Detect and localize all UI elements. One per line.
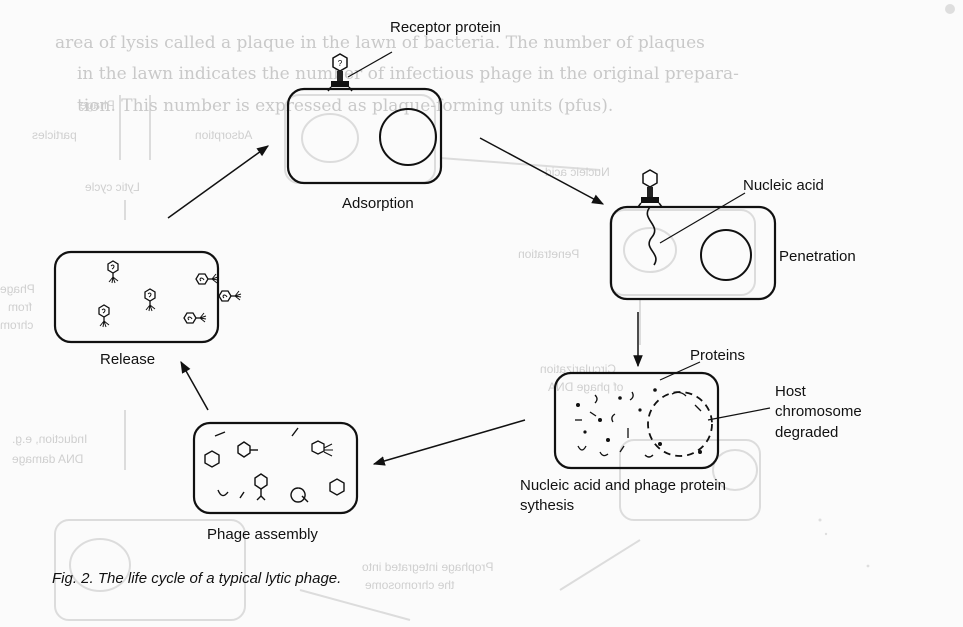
attached-phage-icon: ? xyxy=(327,53,353,92)
nucleic-acid-label: Nucleic acid xyxy=(743,177,824,194)
penetration-label: Penetration xyxy=(779,248,856,265)
host-chromosome-label-line-2: chromosome xyxy=(775,403,862,420)
released-phage-icon xyxy=(98,304,110,328)
arrow-assembly-to-release xyxy=(180,360,209,411)
phage-assembly-label: Phage assembly xyxy=(207,526,318,543)
arrow-adsorption-to-penetration xyxy=(479,137,605,205)
bleed-text-line-2: in the lawn indicates the number of infe… xyxy=(77,64,739,84)
nucleic-acid-strand xyxy=(646,206,657,266)
synthesis-label-line-2: sythesis xyxy=(520,497,575,514)
release-label: Release xyxy=(100,351,156,368)
released-phage-icon xyxy=(183,312,207,324)
injecting-phage-icon xyxy=(637,169,663,208)
assembly-cell xyxy=(192,421,359,515)
receptor-leader-line xyxy=(347,51,393,78)
arrow-synthesis-to-assembly xyxy=(372,419,526,466)
adsorption-cell: ? xyxy=(286,51,443,185)
receptor-protein-label: Receptor protein xyxy=(390,19,501,36)
arrow-release-to-adsorption xyxy=(167,145,269,219)
svg-text:?: ? xyxy=(338,59,343,68)
figure-caption: Fig. 2. The life cycle of a typical lyti… xyxy=(52,570,342,587)
adsorption-label: Adsorption xyxy=(342,195,414,212)
synthesis-label-line-1: Nucleic acid and phage protein xyxy=(520,477,726,494)
released-phage-icon xyxy=(107,260,119,284)
proteins-label: Proteins xyxy=(690,347,746,364)
host-chromosome-leader-line xyxy=(707,407,771,421)
host-chromosome-label-line-1: Host xyxy=(775,383,806,400)
released-phage-icon xyxy=(195,273,219,285)
assembled-phage-icon xyxy=(311,440,333,457)
nucleic-acid-leader-line xyxy=(659,192,746,244)
host-chromosome-label-line-3: degraded xyxy=(775,424,839,441)
released-phage-icon xyxy=(218,290,242,302)
bleed-text-line-1: area of lysis called a plaque in the law… xyxy=(55,33,705,53)
released-phage-icon xyxy=(144,288,156,312)
proteins-leader-line xyxy=(659,361,701,381)
synthesis-cell xyxy=(553,361,771,470)
penetration-cell xyxy=(609,169,777,301)
bleed-text-line-3: tion. This number is expressed as plaque… xyxy=(77,96,614,116)
release-cell xyxy=(53,250,242,344)
